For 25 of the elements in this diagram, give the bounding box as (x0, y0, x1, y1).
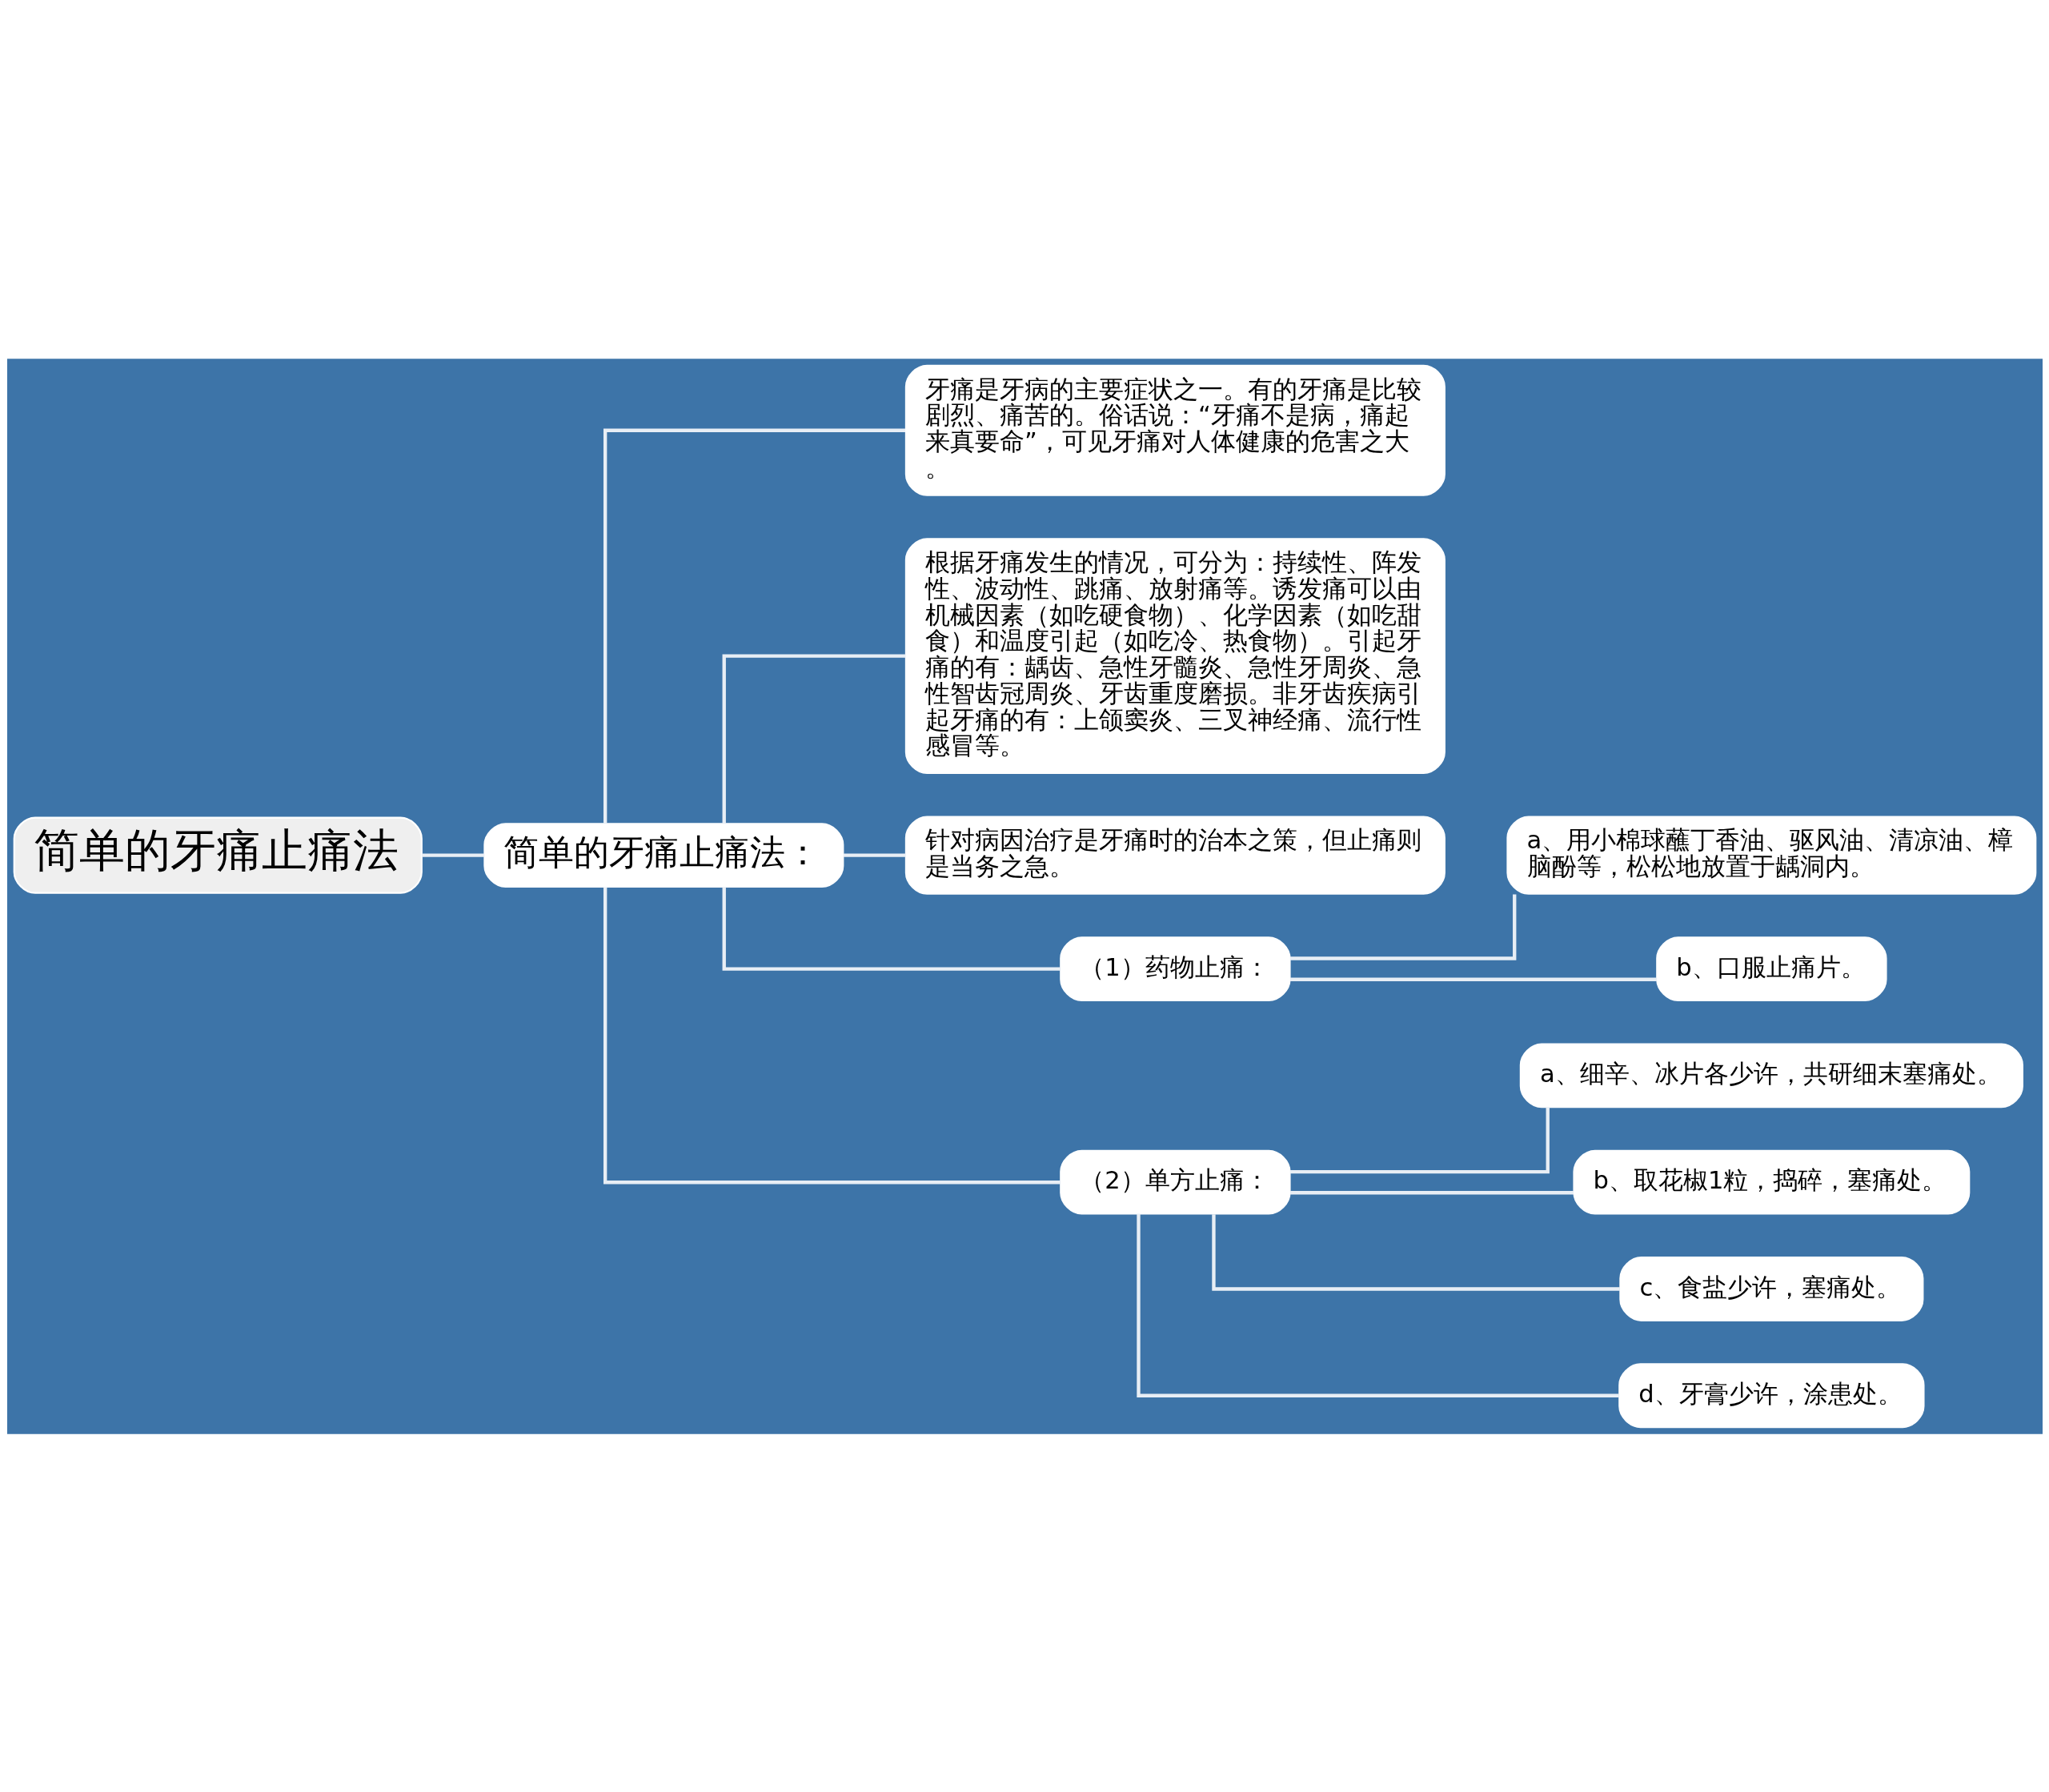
node-box: a、细辛、冰片各少许，共研细末塞痛处。 (1519, 1043, 2023, 1108)
node-box: （2）单方止痛： (1059, 1149, 1291, 1215)
connector (1289, 1190, 1574, 1194)
connector (1211, 1213, 1620, 1291)
node-box: a、用小棉球蘸丁香油、驱风油、清凉油、樟脑酚等，松松地放置于龋洞内。 (1506, 816, 2036, 895)
node-box: c、食盐少许，塞痛处。 (1618, 1256, 1923, 1321)
node-box: d、牙膏少许，涂患处。 (1618, 1362, 1925, 1428)
node-box: b、取花椒1粒，捣碎，塞痛处。 (1572, 1149, 1970, 1215)
connector (603, 887, 1061, 1184)
connector (1136, 1213, 1619, 1397)
connector (722, 653, 906, 824)
node-box: 牙痛是牙病的主要症状之一。有的牙痛是比较剧烈、痛苦的。俗话说：“牙痛不是病，痛起来真要命”，可见牙痛对人体健康的危害之大。 (904, 364, 1446, 496)
node-box: 简单的牙痛止痛法： (483, 822, 844, 888)
connector (421, 852, 484, 857)
node-box: （1）药物止痛： (1059, 936, 1291, 1001)
node-box: b、口服止痛片。 (1655, 936, 1887, 1001)
connector (843, 852, 906, 857)
node-box: 针对病因治疗是牙痛时的治本之策，但止痛则是当务之急。 (904, 816, 1446, 895)
node-box: 简单的牙痛止痛法 (13, 816, 423, 894)
connector (1289, 893, 1516, 960)
connector (1289, 1106, 1550, 1173)
connector (1289, 977, 1657, 981)
connector (722, 886, 1061, 971)
connector (603, 428, 905, 824)
node-box: 根据牙痛发生的情况，可分为：持续性、阵发性、波动性、跳痛、放射痛等。诱发痛可以由机械因素（如吃硬食物）、化学因素（如吃甜食）和温度引起（如吃冷、热食物）。引起牙痛的有：龋齿、急性牙髓炎、急性牙周炎、急性智齿冠周炎、牙齿重度磨损。非牙齿疾病引起牙痛的有：上颌窦炎、三叉神经痛、流行性感冒等。 (904, 537, 1446, 774)
